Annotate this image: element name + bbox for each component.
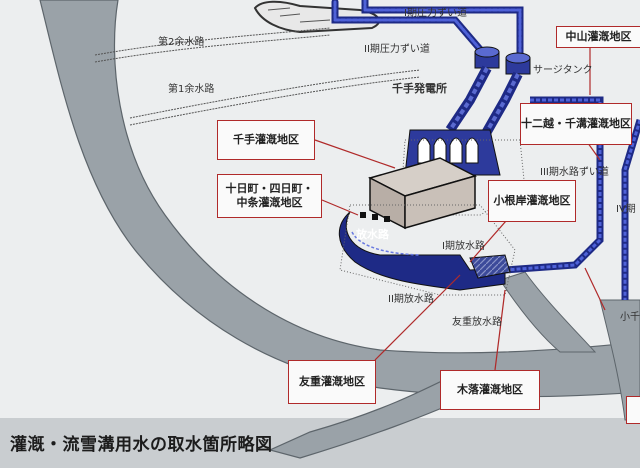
label-spillway-2: 第2余水路 <box>158 37 205 48</box>
discharge-channel <box>338 211 506 291</box>
river-main <box>39 0 640 398</box>
spillway-2-lines <box>94 27 331 63</box>
power-station-building <box>367 157 478 230</box>
pressure-tunnel-pipes <box>331 0 524 59</box>
label-pressure-tunnel-1: I期圧力ずい道 <box>404 8 467 19</box>
intake-hatching <box>267 7 331 23</box>
label-discharge-1: I期放水路 <box>442 241 485 252</box>
label-edge-fragment: 小千 <box>620 312 640 323</box>
callout-tokamachi: 十日町・四日町・ 中条灌漑地区 <box>217 174 322 218</box>
callout-senju: 千手灌漑地区 <box>217 120 315 160</box>
label-discharge-pond: 放水路 <box>356 228 389 241</box>
penstocks <box>445 65 523 138</box>
tunnel-4-pipe <box>621 118 640 300</box>
spillway-1-lines <box>129 69 421 126</box>
junction-block <box>469 254 511 279</box>
label-surge-tank: サージタンク <box>533 65 593 76</box>
callout-right-edge <box>626 396 640 424</box>
callout-konegishi: 小根岸灌漑地区 <box>488 180 576 222</box>
river-branch <box>268 371 479 459</box>
label-tunnel-3: III期水路ずい道 <box>540 167 609 178</box>
surge-tank-1 <box>474 46 500 69</box>
diagram-title: 灌漑・流雪溝用水の取水箇所略図 <box>10 435 273 455</box>
turbine-units <box>417 137 479 164</box>
river-tributary <box>499 271 597 353</box>
label-tunnel-4: IV期 <box>616 204 636 215</box>
label-spillway-1: 第1余水路 <box>168 84 215 95</box>
label-pressure-tunnel-2: II期圧力ずい道 <box>364 44 430 55</box>
label-tomoe-discharge: 友重放水路 <box>452 317 502 328</box>
callout-tomoe: 友重灌漑地区 <box>288 360 376 404</box>
label-discharge-2: II期放水路 <box>388 294 434 305</box>
discharge-outline <box>339 204 516 296</box>
surge-tank-2 <box>505 52 531 75</box>
discharge-grates <box>360 212 390 222</box>
callout-kiochi: 木落灌漑地区 <box>440 370 540 410</box>
label-power-station: 千手発電所 <box>392 82 447 95</box>
tunnel-3-pipe <box>504 96 604 274</box>
callout-junikoshi: 十二越・千溝灌漑地区 <box>520 103 632 145</box>
callout-nakayama: 中山灌漑地区 <box>556 26 640 48</box>
discharge-flow-marks <box>351 231 421 256</box>
